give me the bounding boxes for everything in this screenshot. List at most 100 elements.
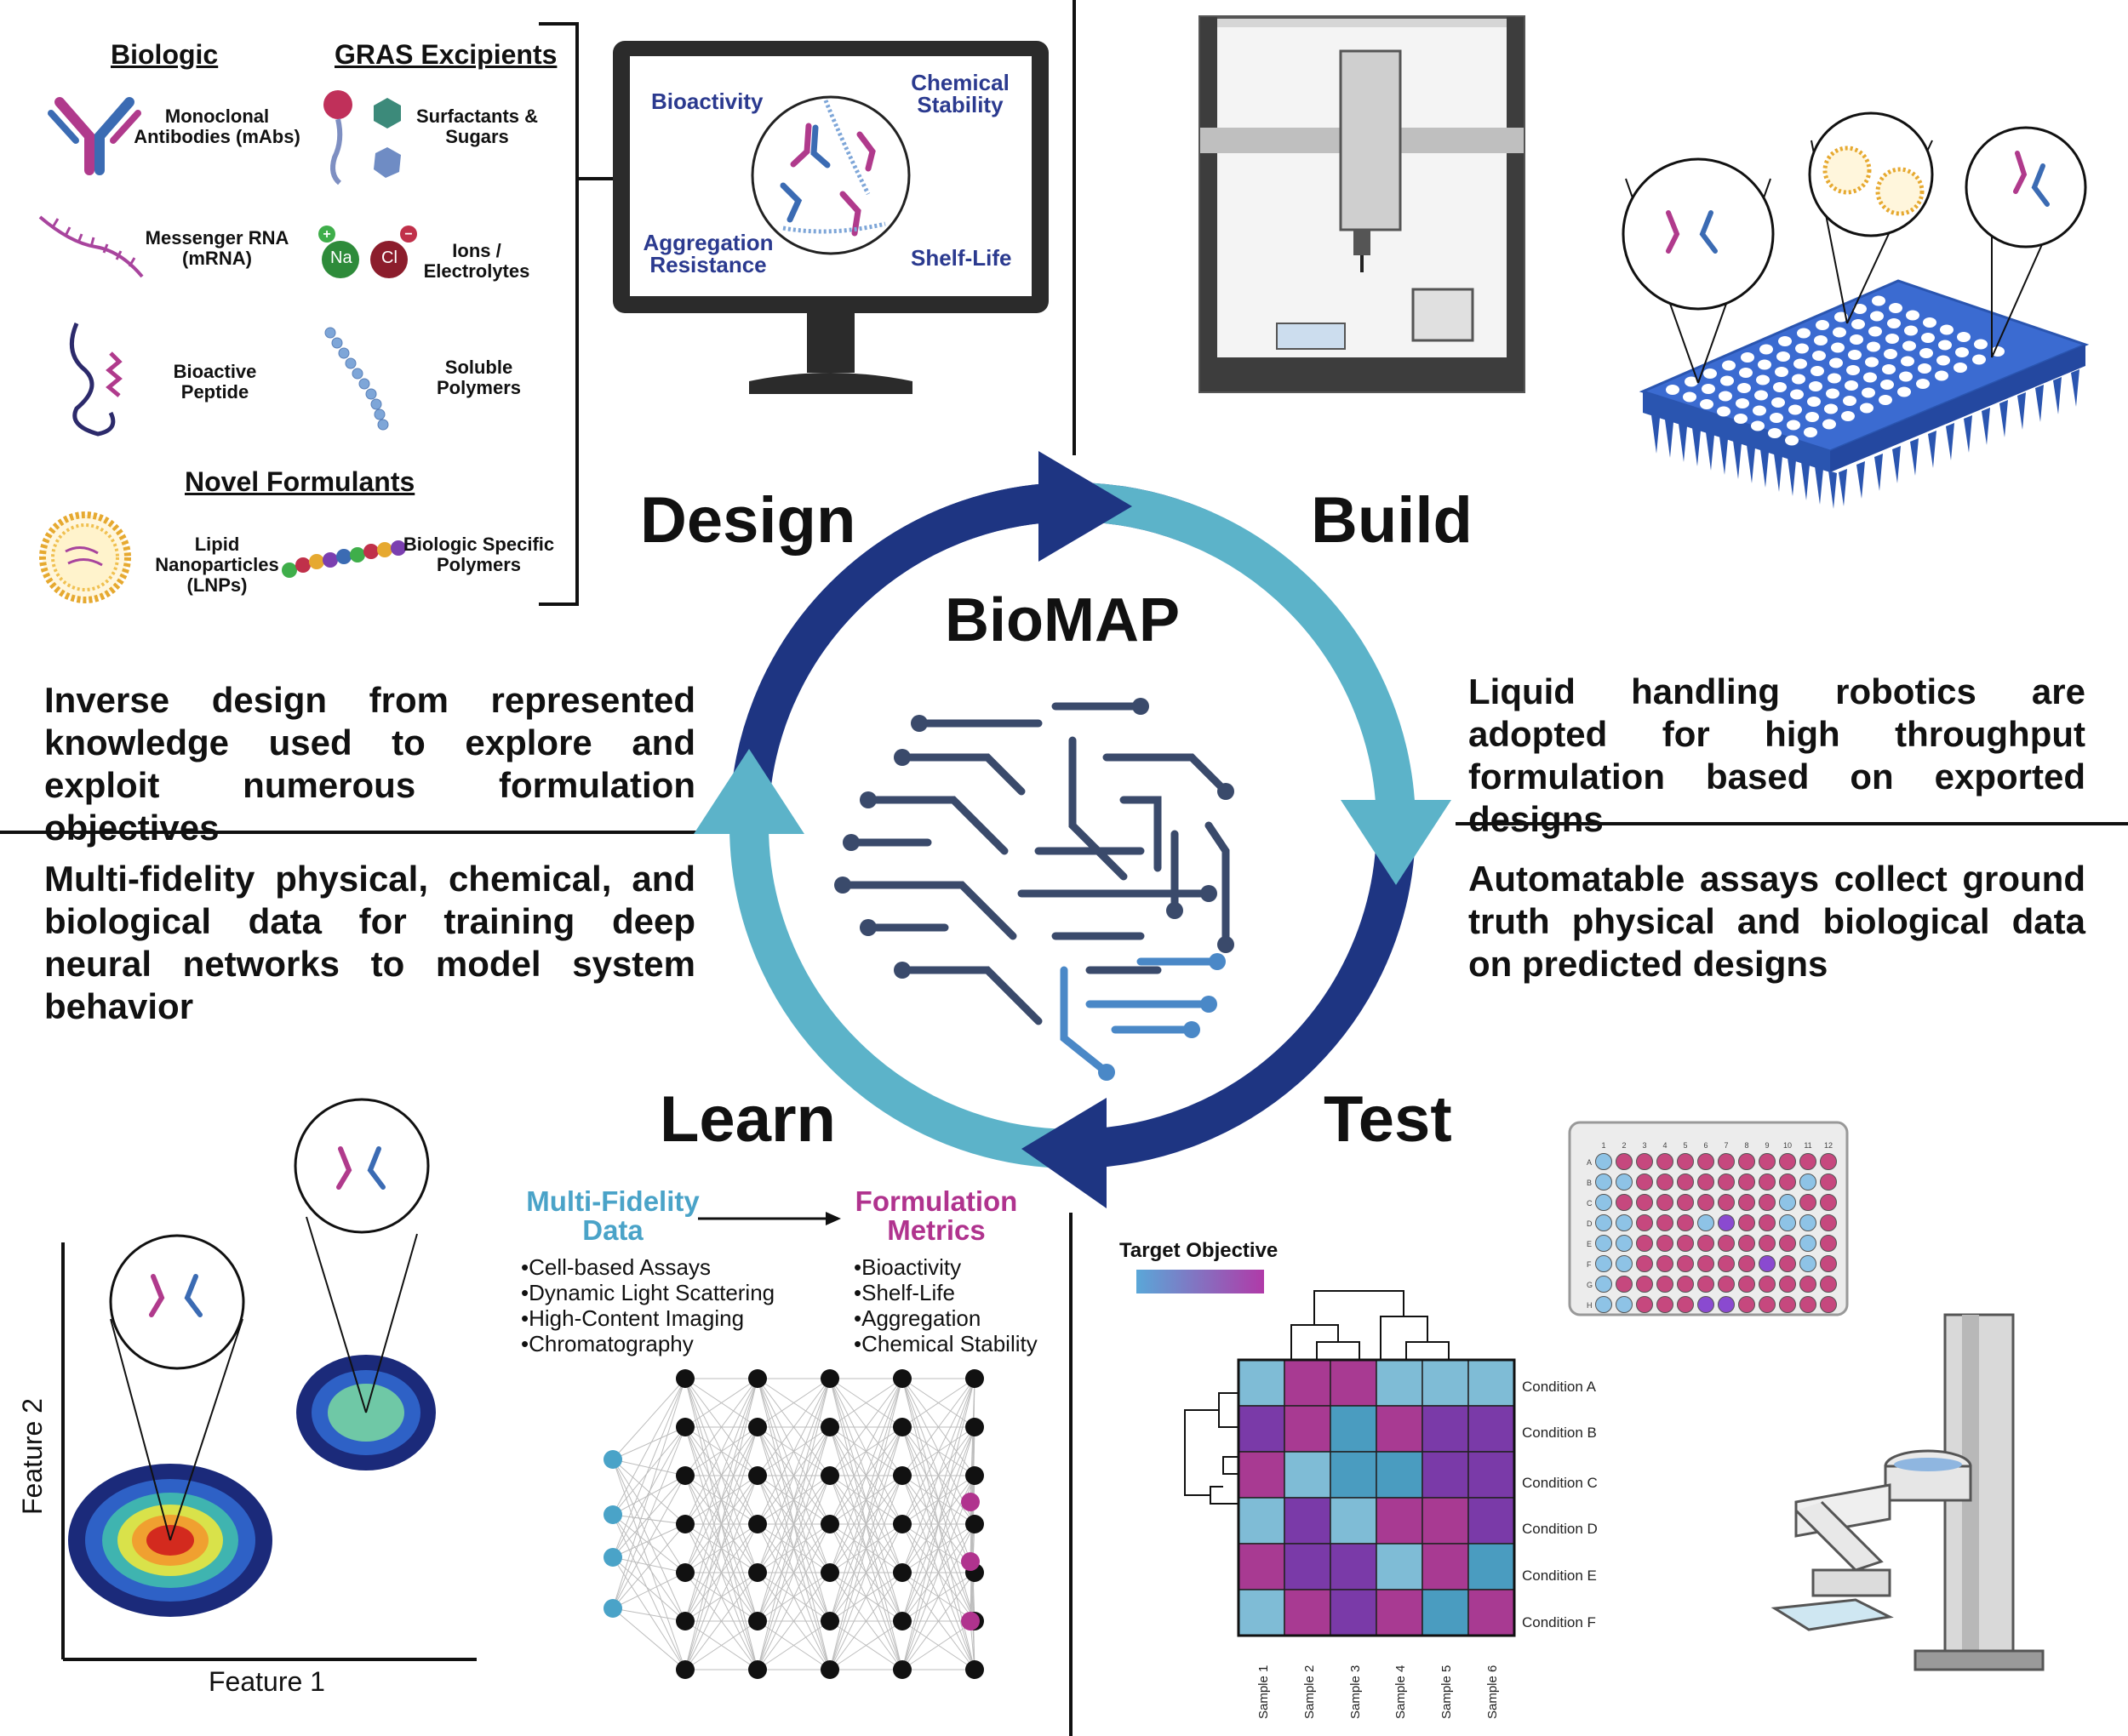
list-item: Shelf-Life [854, 1280, 1038, 1305]
heatmap-cell [1238, 1452, 1284, 1498]
assay-well [1739, 1236, 1755, 1252]
assay-well [1739, 1174, 1755, 1191]
plate-well [1804, 427, 1817, 437]
plate-well [1717, 407, 1730, 417]
screen-chemical-stability: Chemical Stability [901, 71, 1020, 116]
plate-well [1753, 406, 1766, 416]
plate-row-label: E [1587, 1240, 1592, 1248]
plate-well [1974, 340, 1988, 350]
multi-fidelity-title: Multi-Fidelity Data [523, 1187, 702, 1245]
plate-col-label: 12 [1824, 1141, 1833, 1150]
assay-well [1780, 1276, 1796, 1293]
assay-well [1800, 1236, 1816, 1252]
assay-well [1637, 1174, 1653, 1191]
assay-well [1698, 1276, 1714, 1293]
assay-well [1698, 1297, 1714, 1313]
plate-foot [2035, 385, 2044, 422]
plate-well [1785, 436, 1799, 446]
plate-row-label: C [1587, 1199, 1593, 1208]
plate-well [1824, 404, 1838, 414]
assay-well [1780, 1154, 1796, 1170]
nn-node [893, 1466, 912, 1485]
assay-well [1759, 1297, 1776, 1313]
nn-node [893, 1369, 912, 1388]
plate-foot [1692, 428, 1701, 466]
plate-well [1884, 349, 1897, 359]
assay-well [1780, 1174, 1796, 1191]
plate-well [1739, 368, 1753, 378]
nn-node [821, 1418, 839, 1436]
heatmap-cell [1376, 1452, 1422, 1498]
assay-well [1759, 1276, 1776, 1293]
svg-text:+: + [323, 227, 330, 242]
plate-well [1811, 366, 1824, 376]
assay-well [1800, 1174, 1816, 1191]
plate-well [1720, 376, 1734, 386]
assay-well [1616, 1174, 1633, 1191]
neural-network-diagram [596, 1366, 987, 1681]
condition-label: Condition A [1522, 1379, 1596, 1396]
heatmap-cell [1468, 1360, 1514, 1406]
nn-node [748, 1369, 767, 1388]
assay-well [1780, 1297, 1796, 1313]
polymer-chain-icon [323, 328, 400, 438]
assay-well [1759, 1256, 1776, 1272]
assay-well [1657, 1195, 1673, 1211]
plate-well [1775, 367, 1788, 377]
phase-design: Design [640, 483, 855, 557]
assay-well [1596, 1256, 1612, 1272]
plate-well [1901, 357, 1914, 367]
plate-well [1737, 383, 1751, 393]
assay-well [1596, 1195, 1612, 1211]
biomap-title: BioMAP [945, 585, 1180, 655]
plate-well [1788, 405, 1802, 415]
plate-foot [1706, 432, 1714, 471]
plate-well [1918, 363, 1931, 374]
plate-col-label: 4 [1662, 1141, 1667, 1150]
assay-well [1616, 1215, 1633, 1231]
nn-node [676, 1563, 695, 1582]
nn-node [821, 1466, 839, 1485]
assay-well [1616, 1276, 1633, 1293]
plate-well [1758, 360, 1771, 370]
list-item: Cell-based Assays [521, 1254, 775, 1280]
nn-node [965, 1369, 984, 1388]
plate-well [1936, 356, 1950, 366]
sample-label: Sample 1 [1256, 1665, 1271, 1719]
bsp-label: Biologic Specific Polymers [400, 534, 558, 575]
heatmap-cell [1284, 1406, 1330, 1452]
nn-node [961, 1612, 980, 1630]
nn-edge [613, 1557, 685, 1573]
nn-node [676, 1369, 695, 1388]
assay-well [1657, 1297, 1673, 1313]
plate-well [1882, 364, 1896, 374]
mrna-icon [36, 208, 146, 277]
assay-well [1800, 1276, 1816, 1293]
heatmap-cell [1330, 1544, 1376, 1590]
nn-node [893, 1563, 912, 1582]
assay-well [1821, 1195, 1837, 1211]
sample-label: Sample 4 [1393, 1665, 1408, 1719]
nn-edge [613, 1427, 685, 1515]
plate-well [1683, 392, 1696, 403]
formulation-metrics-title: Formulation Metrics [847, 1187, 1026, 1245]
plate-foot [1774, 454, 1782, 492]
plate-well [1736, 398, 1749, 408]
plate-well [1700, 399, 1713, 409]
nn-node [961, 1552, 980, 1571]
plate-well [1843, 396, 1856, 406]
plate-foot [1815, 466, 1823, 505]
plate-well [1793, 359, 1807, 369]
heatmap-cell [1422, 1590, 1468, 1636]
assay-well [1759, 1195, 1776, 1211]
nn-node [748, 1515, 767, 1533]
plate-well [1792, 374, 1805, 385]
assay-well [1657, 1215, 1673, 1231]
nn-edge [613, 1608, 685, 1621]
condition-label: Condition C [1522, 1475, 1598, 1492]
heatmap-cell [1284, 1360, 1330, 1406]
list-item: Chemical Stability [854, 1331, 1038, 1356]
heatmap-cell [1422, 1498, 1468, 1544]
assay-well [1596, 1154, 1612, 1170]
plate-foot [1910, 438, 1919, 476]
